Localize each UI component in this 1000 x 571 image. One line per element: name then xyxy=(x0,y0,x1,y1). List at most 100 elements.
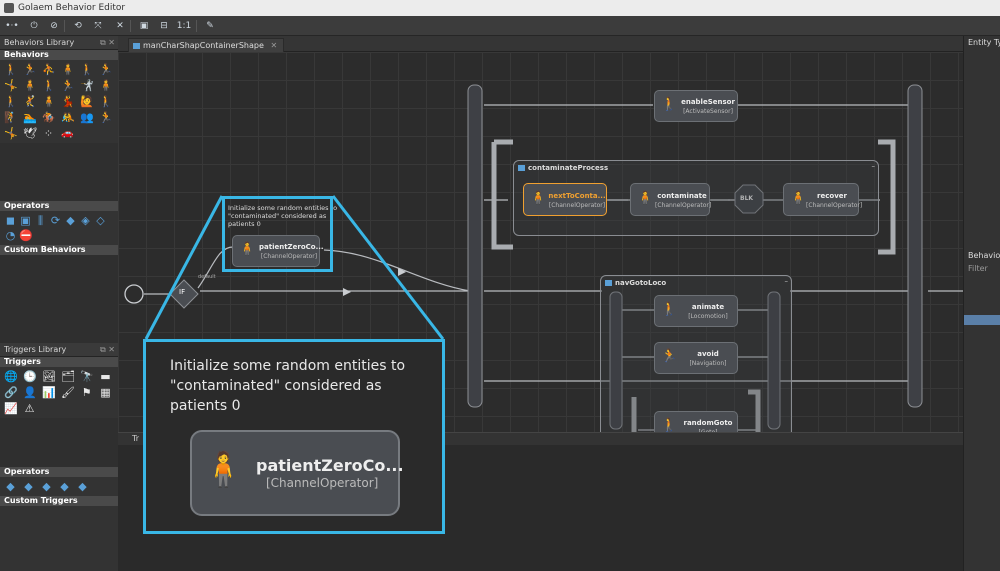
behavior-pose-icon[interactable]: 🧍 xyxy=(42,95,56,108)
behavior-goto-icon[interactable]: 🏃 xyxy=(99,63,113,76)
layout-icon[interactable]: ▣ xyxy=(139,21,149,31)
trigger-entity-icon[interactable]: 👤 xyxy=(23,386,37,399)
window-title: Golaem Behavior Editor xyxy=(18,3,126,13)
behavior-look-icon[interactable]: 🧍 xyxy=(99,79,113,92)
trigger-paint-icon[interactable]: 🖌 xyxy=(61,386,75,399)
operator-loop-icon[interactable]: ⟳ xyxy=(50,214,61,227)
panel-close-icon[interactable]: ⧉ ✕ xyxy=(100,345,115,354)
node-random-goto[interactable]: 🚶 randomGoto [Goto] xyxy=(654,411,738,432)
behavior-walk-icon[interactable]: 🚶 xyxy=(4,63,18,76)
filter-input[interactable]: Filter xyxy=(968,264,988,273)
channel-operator-icon: 🧍 xyxy=(202,450,245,490)
operator-parallel-icon[interactable]: ⫼ xyxy=(37,214,44,227)
trigger-operators-section-header[interactable]: Operators xyxy=(0,467,118,477)
close-graph-icon[interactable]: ✕ xyxy=(116,21,124,31)
fit-icon[interactable]: ⤧ xyxy=(94,21,102,31)
behavior-climb-icon[interactable]: 🧗 xyxy=(4,111,18,124)
graph-canvas[interactable]: IF default BLK Initialize some random en… xyxy=(118,52,963,432)
trigger-sensor-icon[interactable]: 🔭 xyxy=(80,370,94,383)
minimize-icon[interactable]: – xyxy=(784,277,789,285)
triggers-icon-grid: 🌐 🕒 🏞 🗂 🔭 ▬ 🔗 👤 📊 🖌 ⚑ ▦ 📈 ⚠ xyxy=(0,367,118,418)
trigger-bar-icon[interactable]: ▬ xyxy=(100,370,111,383)
trigger-xor-icon[interactable]: ◆ xyxy=(60,480,69,493)
custom-triggers-section-header[interactable]: Custom Triggers xyxy=(0,496,118,506)
edit-icon[interactable]: ✎ xyxy=(206,21,214,31)
behavior-bird-icon[interactable]: 🕊 xyxy=(23,127,37,140)
dots-icon[interactable]: •·• xyxy=(5,21,19,31)
behavior-flee-icon[interactable]: 🏃 xyxy=(61,79,75,92)
node-avoid[interactable]: 🏃 avoid [Navigation] xyxy=(654,342,738,374)
behavior-fight-icon[interactable]: 🤺 xyxy=(80,79,94,92)
node-recover[interactable]: 🧍 recover [ChannelOperator] xyxy=(783,183,862,216)
container-icon xyxy=(518,165,525,171)
selected-tree-row[interactable] xyxy=(964,315,1000,325)
behavior-swim-icon[interactable]: 🏊 xyxy=(23,111,37,124)
highlight-selection-box xyxy=(222,196,333,272)
behavior-push-icon[interactable]: 🤼 xyxy=(61,111,75,124)
activate-sensor-icon: 🚶 xyxy=(661,97,678,112)
behaviors-section-header[interactable]: Behaviors xyxy=(0,50,118,60)
refresh-icon[interactable]: ⟲ xyxy=(74,21,82,31)
behavior-nav-icon[interactable]: 🚶 xyxy=(80,63,94,76)
if-node-label[interactable]: IF xyxy=(179,288,186,296)
operator-container-icon[interactable]: ▣ xyxy=(20,214,31,227)
operator-block-icon[interactable]: ◼ xyxy=(5,214,16,227)
tab-man-char-shape[interactable]: manCharShapContainerShape ✕ xyxy=(128,38,285,52)
trigger-nand-icon[interactable]: ◆ xyxy=(78,480,87,493)
custom-behaviors-section-header[interactable]: Custom Behaviors xyxy=(0,245,118,255)
behavior-fall-icon[interactable]: 🤸 xyxy=(4,127,18,140)
stop-icon[interactable]: ⊘ xyxy=(50,21,58,31)
behavior-dots-icon[interactable]: ⁘ xyxy=(43,127,54,140)
operator-if-icon[interactable]: ◆ xyxy=(66,214,75,227)
zoom-1to1-button[interactable]: 1:1 xyxy=(176,21,192,31)
node-patient-zero[interactable]: 🧍 patientZeroCo... [ChannelOperator] xyxy=(232,235,324,267)
behavior-wave-icon[interactable]: 🙋 xyxy=(80,95,94,108)
operator-random-icon[interactable]: ◇ xyxy=(96,214,105,227)
operator-switch-icon[interactable]: ◈ xyxy=(81,214,90,227)
behavior-stand-icon[interactable]: 🧍 xyxy=(61,63,75,76)
behaviors-icon-grid: 🚶 🏃 ⛹ 🧍 🚶 🏃 🤸 🧍 🚶 🏃 🤺 🧍 🚶 🤾 🧍 💃 🙋 🚶 🧗 🏊 … xyxy=(0,60,118,143)
behavior-ride-icon[interactable]: 🏇 xyxy=(42,111,56,124)
triggers-section-header[interactable]: Triggers xyxy=(0,357,118,367)
behavior-target-icon[interactable]: ⛹ xyxy=(42,63,56,76)
trigger-flag-icon[interactable]: ⚑ xyxy=(81,386,92,399)
behavior-carry-icon[interactable]: 🚶 xyxy=(99,95,113,108)
trigger-link-icon[interactable]: 🔗 xyxy=(4,386,18,399)
blk-node-label[interactable]: BLK xyxy=(740,195,754,202)
power-icon[interactable]: ⏻ xyxy=(30,21,38,31)
minimize-icon[interactable]: – xyxy=(871,162,876,170)
operators-section-header[interactable]: Operators xyxy=(0,201,118,211)
behavior-run2-icon[interactable]: 🏃 xyxy=(99,111,113,124)
graph-comment[interactable]: Initialize some random entities to "cont… xyxy=(228,204,338,228)
behavior-crowd-icon[interactable]: 👥 xyxy=(80,111,94,124)
behavior-sync-icon[interactable]: 🚶 xyxy=(4,95,18,108)
frame-icon[interactable]: ⊟ xyxy=(160,21,168,31)
trigger-grid-icon[interactable]: ▦ xyxy=(100,386,111,399)
trigger-globe-icon[interactable]: 🌐 xyxy=(4,370,18,383)
panel-close-icon[interactable]: ⧉ ✕ xyxy=(100,38,115,47)
trigger-not-icon[interactable]: ◆ xyxy=(42,480,51,493)
trigger-graph-icon[interactable]: 📊 xyxy=(42,386,56,399)
behavior-car-icon[interactable]: 🚗 xyxy=(61,128,74,139)
behavior-sit-icon[interactable]: 🧍 xyxy=(23,79,37,92)
behaviors-library-header: Behaviors Library ⧉ ✕ xyxy=(0,36,118,50)
trigger-curve-icon[interactable]: 📈 xyxy=(4,402,18,415)
trigger-warn-icon[interactable]: ⚠ xyxy=(24,402,35,415)
operator-stop-icon[interactable]: ⛔ xyxy=(19,229,33,242)
trigger-and-icon[interactable]: ◆ xyxy=(6,480,15,493)
behavior-dance-icon[interactable]: 💃 xyxy=(61,95,75,108)
operator-timer-icon[interactable]: ◔ xyxy=(5,229,16,242)
trigger-clock-icon[interactable]: 🕒 xyxy=(23,370,37,383)
trigger-or-icon[interactable]: ◆ xyxy=(24,480,33,493)
behavior-jump-icon[interactable]: 🤸 xyxy=(4,79,18,92)
behavior-path-icon[interactable]: 🚶 xyxy=(42,79,56,92)
tab-close-icon[interactable]: ✕ xyxy=(270,41,278,50)
behavior-run-icon[interactable]: 🏃 xyxy=(23,63,37,76)
node-animate[interactable]: 🚶 animate [Locomotion] xyxy=(654,295,738,327)
node-contaminate[interactable]: 🧍 contaminate [ChannelOperator] xyxy=(630,183,711,216)
trigger-terrain-icon[interactable]: 🏞 xyxy=(42,370,56,383)
trigger-layers-icon[interactable]: 🗂 xyxy=(61,370,75,383)
behavior-ragdoll-icon[interactable]: 🤾 xyxy=(23,95,37,108)
node-enable-sensor[interactable]: 🚶 enableSensor [ActivateSensor] xyxy=(654,90,738,122)
node-next-to-contaminate[interactable]: 🧍 nextToConta... [ChannelOperator] xyxy=(523,183,607,216)
